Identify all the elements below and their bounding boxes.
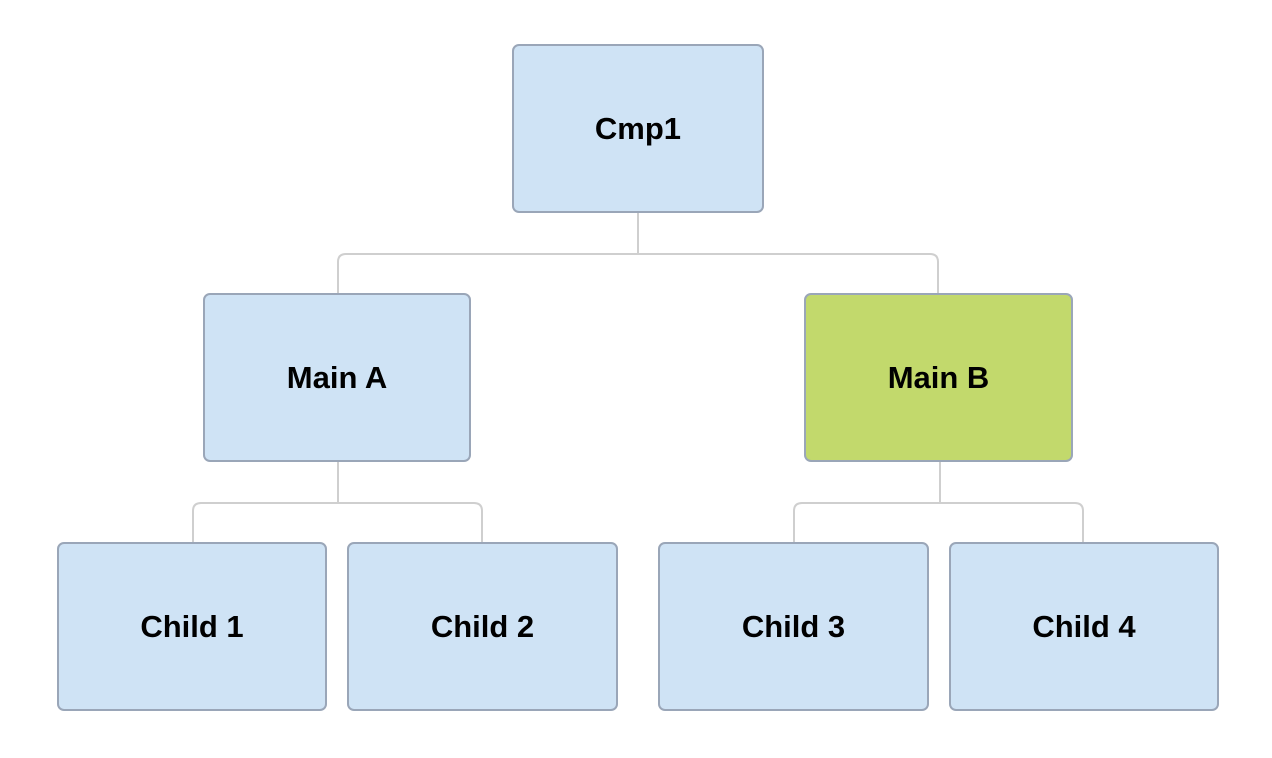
- connector-main-b-to-children: [793, 462, 1084, 543]
- node-main-a[interactable]: Main A: [203, 293, 471, 462]
- node-child-4[interactable]: Child 4: [949, 542, 1219, 711]
- connector-root-to-mains: [337, 213, 939, 294]
- connector-main-a-to-children: [192, 462, 483, 543]
- node-label: Main B: [887, 359, 990, 395]
- node-label: Main A: [286, 359, 388, 395]
- node-label: Child 4: [1032, 608, 1136, 644]
- node-label: Child 3: [741, 608, 846, 644]
- node-label: Cmp1: [594, 110, 682, 146]
- node-cmp1[interactable]: Cmp1: [512, 44, 764, 213]
- node-main-b[interactable]: Main B: [804, 293, 1073, 462]
- node-child-2[interactable]: Child 2: [347, 542, 618, 711]
- node-child-3[interactable]: Child 3: [658, 542, 929, 711]
- node-label: Child 1: [140, 608, 244, 644]
- node-label: Child 2: [430, 608, 535, 644]
- node-child-1[interactable]: Child 1: [57, 542, 327, 711]
